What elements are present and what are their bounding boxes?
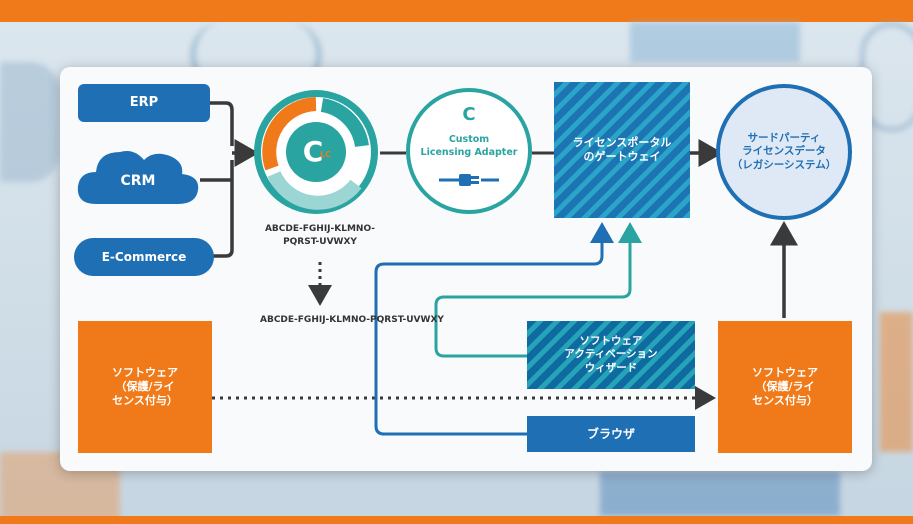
activation-wizard-box: ソフトウェア アクティベーション ウィザード xyxy=(527,321,695,389)
clc-ring-icon xyxy=(254,90,378,214)
erp-box: ERP xyxy=(78,84,210,122)
third-party-label-3: （レガシーシステム） xyxy=(731,158,837,171)
software-left-label-2: （保護/ライ xyxy=(115,380,175,394)
software-right-label-1: ソフトウェア xyxy=(752,366,818,380)
plug-icon xyxy=(439,174,499,186)
software-right-label-3: センス付与） xyxy=(752,393,818,407)
license-key-full: ABCDE-FGHIJ-KLMNO-PQRST-UVWXY xyxy=(260,315,444,325)
wizard-label-2: アクティベーション xyxy=(564,348,658,361)
clc-logo-sub: LC xyxy=(320,150,331,159)
ecommerce-box: E-Commerce xyxy=(74,238,214,276)
clc-logo-text: C xyxy=(302,135,324,168)
third-party-label-1: サードパーティ xyxy=(747,132,821,145)
adapter-title-1: Custom xyxy=(448,134,490,145)
third-party-license-data: サードパーティ ライセンスデータ （レガシーシステム） xyxy=(716,84,852,220)
adapter-node: C Custom Licensing Adapter xyxy=(406,88,532,214)
software-right-label-2: （保護/ライ xyxy=(755,380,815,394)
adapter-logo: C xyxy=(462,104,476,125)
browser-box: ブラウザ xyxy=(527,416,695,452)
clc-node: C LC xyxy=(252,88,380,216)
top-orange-bar xyxy=(0,0,913,22)
portal-label-1: ライセンスポータル xyxy=(572,136,672,150)
software-right-box: ソフトウェア （保護/ライ センス付与） xyxy=(718,321,852,453)
license-key-line-2: PQRST-UVWXY xyxy=(283,237,357,247)
wizard-label-1: ソフトウェア xyxy=(579,335,643,348)
bottom-orange-bar xyxy=(0,516,913,524)
wizard-label-3: ウィザード xyxy=(584,361,638,374)
license-key-line-1: ABCDE-FGHIJ-KLMNO- xyxy=(264,224,376,234)
software-left-label-3: センス付与） xyxy=(112,393,178,407)
browser-to-portal xyxy=(374,222,614,436)
adapter-title-2: Licensing Adapter xyxy=(420,147,518,158)
license-portal-gateway: ライセンスポータル のゲートウェイ xyxy=(554,82,690,218)
erp-connector xyxy=(210,101,234,146)
crm-cloud: CRM xyxy=(74,142,202,212)
wizard-to-portal xyxy=(434,222,642,358)
cloud-icon xyxy=(77,151,199,204)
software-left-box: ソフトウェア （保護/ライ センス付与） xyxy=(78,321,212,453)
ecom-connector xyxy=(212,160,234,258)
crm-label: CRM xyxy=(120,173,156,190)
third-party-label-2: ライセンスデータ xyxy=(742,145,826,158)
portal-label-2: のゲートウェイ xyxy=(583,150,661,163)
software-left-label-1: ソフトウェア xyxy=(112,366,178,380)
